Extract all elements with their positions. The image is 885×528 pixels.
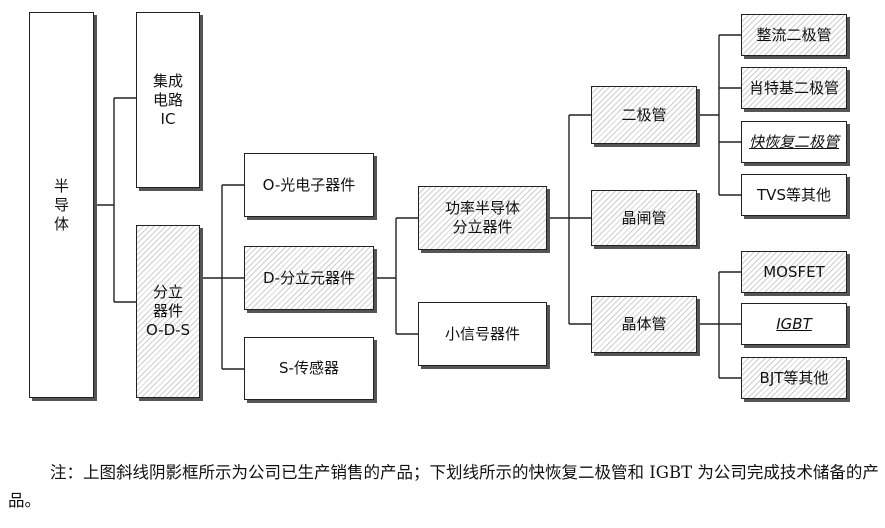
node-power: 功率半导体 分立器件 <box>418 186 547 250</box>
node-fast-recovery: 快恢复二极管 <box>741 121 847 163</box>
node-tvs-label: TVS等其他 <box>757 185 831 204</box>
footnote-text: 注：上图斜线阴影框所示为公司已生产销售的产品；下划线所示的快恢复二极管和 IGB… <box>8 463 879 510</box>
node-small-signal: 小信号器件 <box>418 302 547 366</box>
node-small-signal-label: 小信号器件 <box>444 324 520 343</box>
node-thyristor-label: 晶闸管 <box>621 208 667 227</box>
node-ic-label: 集成 电路 IC <box>152 71 183 128</box>
node-sensor: S-传感器 <box>244 337 374 400</box>
node-igbt-label: IGBT <box>776 314 812 333</box>
node-semiconductor: 半 导 体 <box>29 12 94 398</box>
node-diode-label: 二极管 <box>621 105 667 124</box>
connector-lines <box>94 34 741 379</box>
node-fast-recovery-label: 快恢复二极管 <box>748 132 839 151</box>
node-igbt: IGBT <box>741 303 847 345</box>
node-discrete-label: 分立 器件 O-D-S <box>145 283 191 339</box>
node-schottky-label: 肖特基二极管 <box>748 78 839 97</box>
node-bjt-label: BJT等其他 <box>759 368 829 387</box>
node-discrete: 分立 器件 O-D-S <box>136 225 200 398</box>
node-opto: O-光电子器件 <box>244 153 374 217</box>
node-discrete-element: D-分立元器件 <box>244 246 374 310</box>
node-tvs: TVS等其他 <box>741 174 847 216</box>
node-power-label: 功率半导体 分立器件 <box>444 199 520 236</box>
node-rectifier: 整流二极管 <box>741 14 847 56</box>
footnote: 注：上图斜线阴影框所示为公司已生产销售的产品；下划线所示的快恢复二极管和 IGB… <box>8 459 880 515</box>
node-bjt: BJT等其他 <box>741 357 847 399</box>
node-sensor-label: S-传感器 <box>279 359 339 377</box>
node-semiconductor-label: 半 导 体 <box>53 176 69 233</box>
node-mosfet-label: MOSFET <box>763 262 825 281</box>
node-opto-label: O-光电子器件 <box>262 175 356 194</box>
node-transistor: 晶体管 <box>591 296 697 353</box>
node-schottky: 肖特基二极管 <box>741 67 847 109</box>
node-mosfet: MOSFET <box>741 251 847 293</box>
node-transistor-label: 晶体管 <box>621 315 667 333</box>
node-diode: 二极管 <box>591 86 697 144</box>
node-ic: 集成 电路 IC <box>136 12 200 188</box>
node-thyristor: 晶闸管 <box>591 190 697 246</box>
node-rectifier-label: 整流二极管 <box>756 25 832 44</box>
node-discrete-element-label: D-分立元器件 <box>263 268 355 287</box>
